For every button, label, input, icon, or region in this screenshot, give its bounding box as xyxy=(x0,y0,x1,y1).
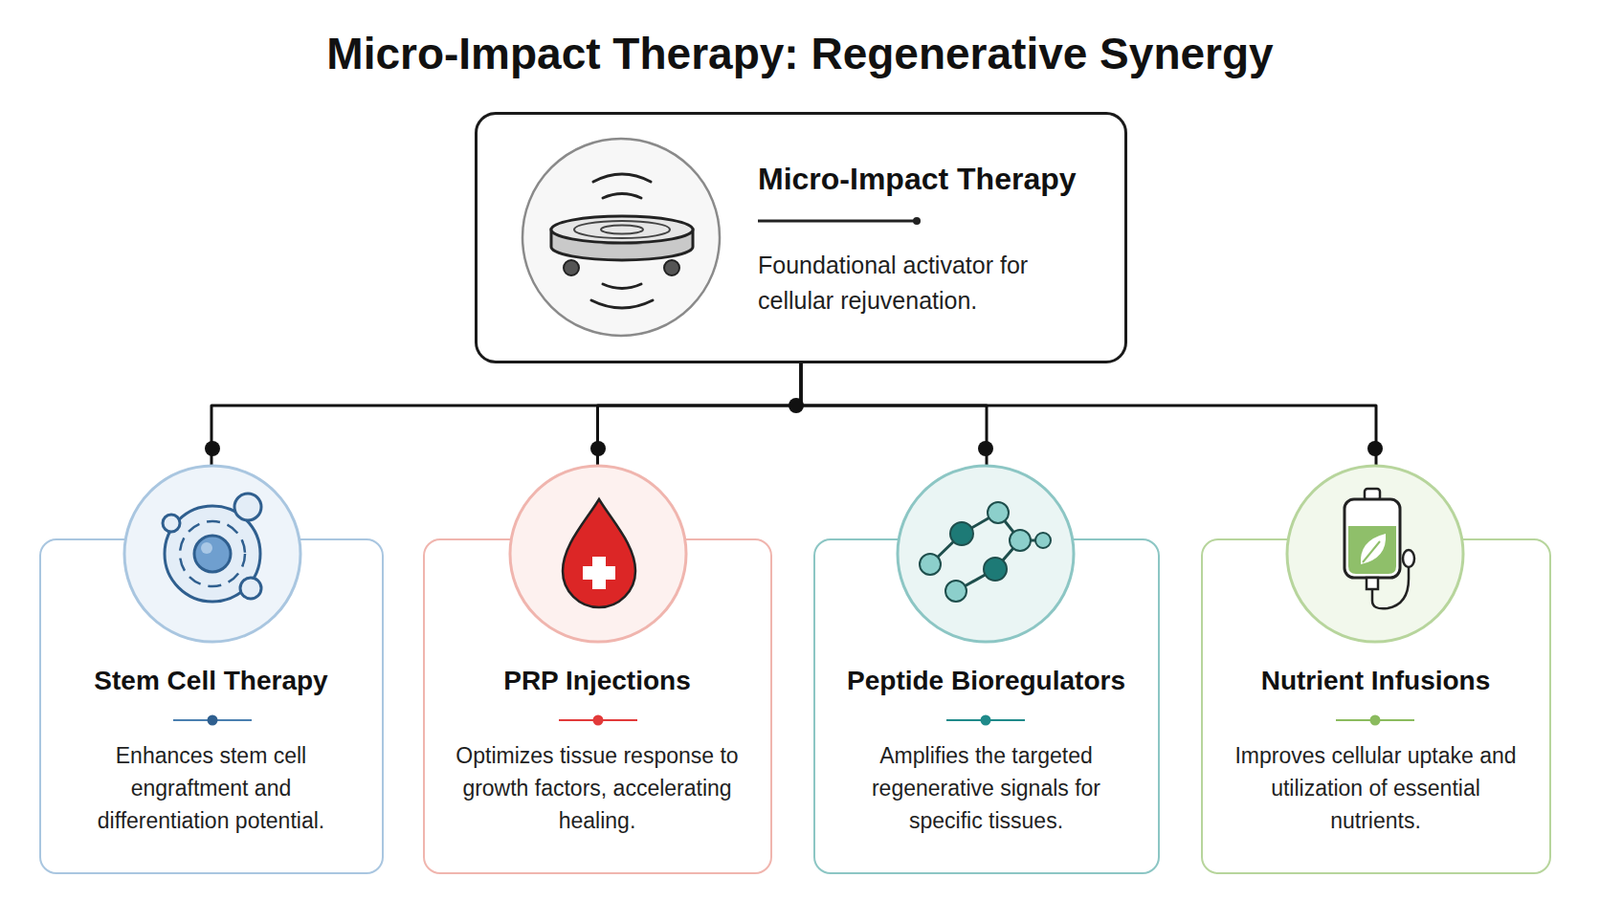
node-body: Improves cellular uptake and utilization… xyxy=(1233,739,1519,838)
node-body: Amplifies the targeted regenerative sign… xyxy=(844,739,1130,838)
node-body: Optimizes tissue response to growth fact… xyxy=(454,739,740,838)
therapy-box: Peptide BioregulatorsAmplifies the targe… xyxy=(813,538,1160,875)
node-heading: Peptide Bioregulators xyxy=(813,664,1160,699)
tree-connector xyxy=(598,363,802,539)
diagram-title: Micro-Impact Therapy: Regenerative Syner… xyxy=(0,26,1600,81)
therapy-box: Nutrient InfusionsImproves cellular upta… xyxy=(1200,538,1552,875)
therapy-box: Stem Cell TherapyEnhances stem cell engr… xyxy=(39,538,384,875)
node-heading: Nutrient Infusions xyxy=(1200,664,1552,699)
tree-connector xyxy=(800,363,987,539)
node-heading: Micro-Impact Therapy xyxy=(757,159,1112,199)
therapy-box: PRP InjectionsOptimizes tissue response … xyxy=(422,538,773,875)
main-box: Micro-Impact TherapyFoundational activat… xyxy=(474,111,1128,364)
node-body: Enhances stem cell engraftment and diffe… xyxy=(68,739,355,838)
tree-connector xyxy=(800,363,1377,539)
node-heading: PRP Injections xyxy=(422,664,773,699)
junction-dots xyxy=(204,398,1383,457)
tree-connector xyxy=(211,363,801,539)
node-heading: Stem Cell Therapy xyxy=(39,664,384,699)
node-body: Foundational activator for cellular reju… xyxy=(757,247,1074,319)
